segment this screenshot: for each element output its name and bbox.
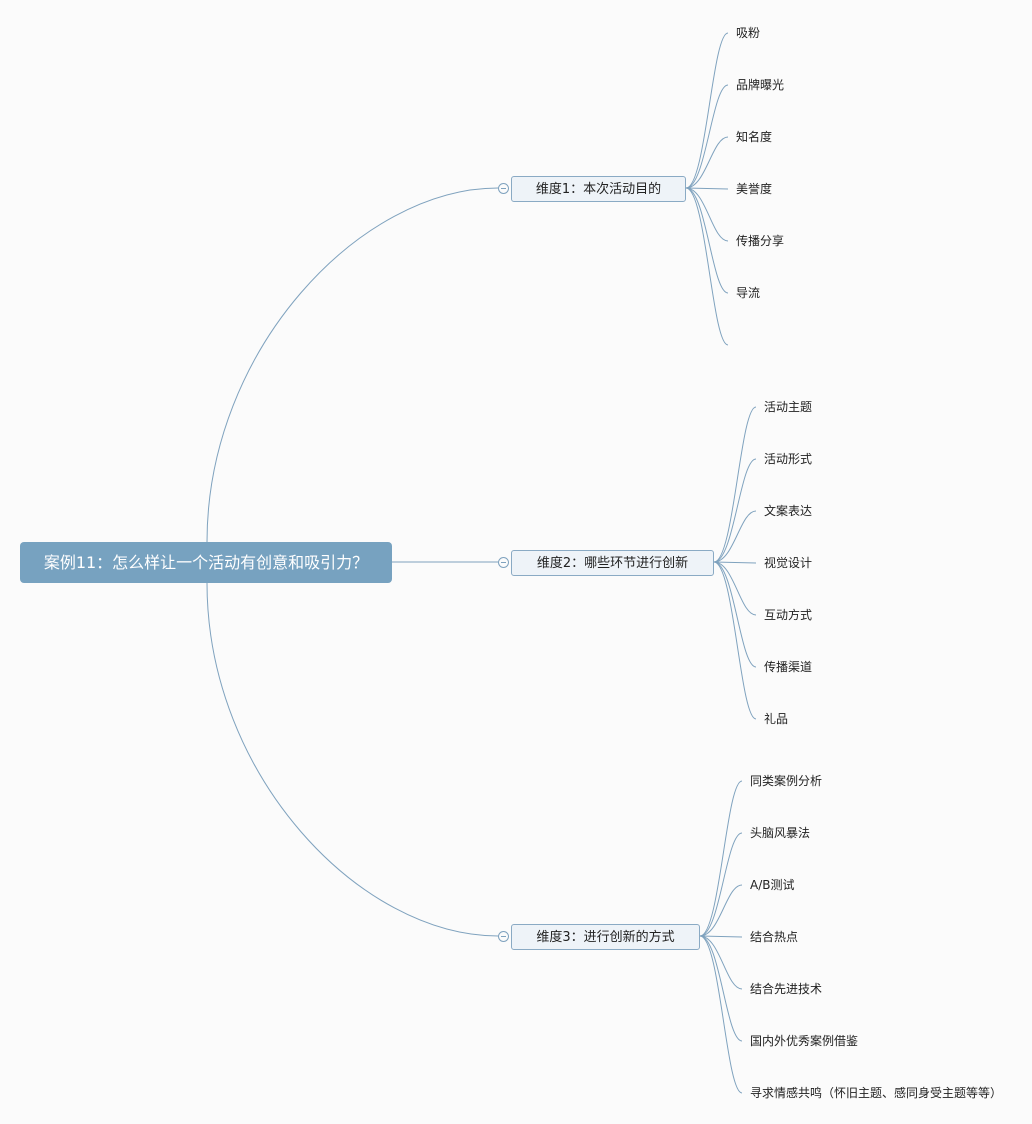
branch-1-leaf-1-line: [685, 32, 729, 189]
branch-1-leaf-3-line: [685, 136, 729, 189]
leaf-topic[interactable]: 活动形式: [764, 452, 813, 466]
branch-1-leaf-7-line: [685, 187, 729, 346]
branch-topic-2[interactable]: 维度2：哪些环节进行创新: [511, 550, 714, 576]
leaf-topic[interactable]: 知名度: [736, 130, 773, 144]
leaf-topic[interactable]: 国内外优秀案例借鉴: [750, 1034, 859, 1048]
leaf-topic-ellipsis[interactable]: ……: [736, 345, 762, 351]
leaf-topic[interactable]: 互动方式: [764, 608, 813, 622]
branch-3-leaf-3-line: [699, 884, 743, 937]
branch-3-leaf-4-line: [699, 935, 743, 938]
branch-1-leaf-4-line: [685, 187, 729, 190]
branch-3-leaf-7-line: [699, 935, 743, 1094]
root-to-branch-3-line: [206, 582, 499, 937]
leaf-topic[interactable]: 导流: [736, 286, 761, 300]
leaf-topic[interactable]: 品牌曝光: [736, 78, 785, 92]
leaf-topic[interactable]: 头脑风暴法: [750, 826, 811, 840]
branch-3-leaf-5-line: [699, 935, 743, 990]
branch-1-leaf-2-line: [685, 84, 729, 189]
leaf-topic[interactable]: 美誉度: [736, 182, 773, 196]
leaf-topic[interactable]: 礼品: [764, 712, 789, 726]
branch-topic-3[interactable]: 维度3：进行创新的方式: [511, 924, 700, 950]
branch-2-leaf-4-line: [713, 561, 757, 564]
leaf-topic[interactable]: 结合热点: [750, 930, 799, 944]
branch-topic-1[interactable]: 维度1：本次活动目的: [511, 176, 686, 202]
branch-2-leaf-3-line: [713, 510, 757, 563]
branch-1-leaf-5-line: [685, 187, 729, 242]
branch-2-leaf-5-line: [713, 561, 757, 616]
leaf-topic[interactable]: A/B测试: [750, 878, 795, 892]
root-to-branch-1-line: [206, 187, 499, 543]
leaf-topic[interactable]: 文案表达: [764, 504, 813, 518]
branch-2-leaf-7-line: [713, 561, 757, 720]
leaf-topic[interactable]: 吸粉: [736, 26, 761, 40]
branch-3-leaf-6-line: [699, 935, 743, 1042]
branch-2-leaf-1-line: [713, 406, 757, 563]
leaf-topic[interactable]: 同类案例分析: [750, 774, 823, 788]
leaf-topic[interactable]: 传播渠道: [764, 660, 813, 674]
leaf-topic[interactable]: 活动主题: [764, 400, 813, 414]
leaf-topic[interactable]: 传播分享: [736, 234, 785, 248]
central-topic[interactable]: 案例11：怎么样让一个活动有创意和吸引力？: [20, 542, 392, 583]
branch-1-leaf-6-line: [685, 187, 729, 294]
leaf-topic[interactable]: 寻求情感共鸣（怀旧主题、感同身受主题等等）: [750, 1086, 1003, 1100]
collapse-toggle-branch-2[interactable]: [498, 557, 509, 568]
branch-3-leaf-1-line: [699, 780, 743, 937]
collapse-toggle-branch-1[interactable]: [498, 183, 509, 194]
leaf-topic[interactable]: 视觉设计: [764, 556, 813, 570]
collapse-toggle-branch-3[interactable]: [498, 931, 509, 942]
leaf-topic[interactable]: 结合先进技术: [750, 982, 823, 996]
branch-2-leaf-2-line: [713, 458, 757, 563]
branch-3-leaf-2-line: [699, 832, 743, 937]
branch-2-leaf-6-line: [713, 561, 757, 668]
